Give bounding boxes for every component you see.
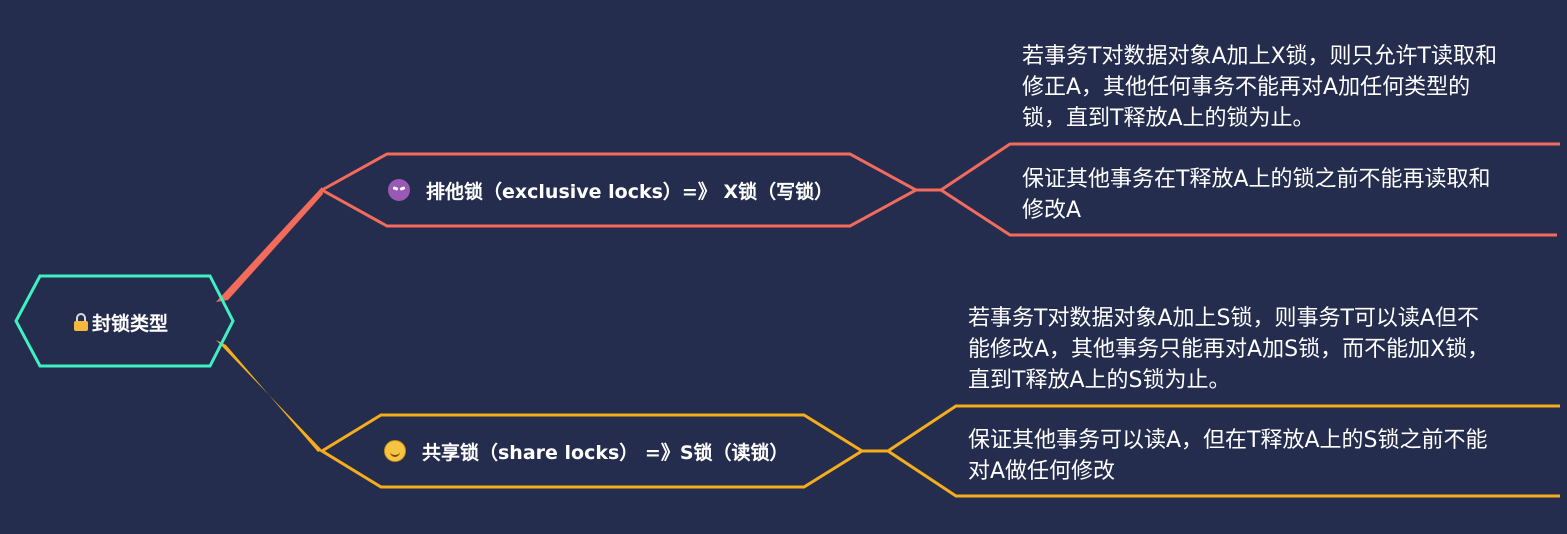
branch-shared-title: 共享锁（share locks） =》S锁（读锁） xyxy=(422,441,789,464)
connector-shared-descriptions xyxy=(862,404,1560,498)
desc-shared-definition: 若事务T对数据对象A加上S锁，则事务T可以读A但不 能修改A，其他事务只能再对A… xyxy=(968,303,1489,396)
desc-exclusive-definition: 若事务T对数据对象A加上X锁，则只允许T读取和 修正A，其他任何事务不能再对A加… xyxy=(1022,41,1497,134)
desc-line: 保证其他事务可以读A，但在T释放A上的S锁之前不能 xyxy=(968,428,1488,453)
desc-exclusive-guarantee: 保证其他事务在T释放A上的锁之前不能再读取和 修改A xyxy=(1022,164,1491,226)
desc-line: 若事务T对数据对象A加上S锁，则事务T可以读A但不 xyxy=(968,306,1479,331)
root-title: 封锁类型 xyxy=(92,312,169,335)
desc-line: 若事务T对数据对象A加上X锁，则只允许T读取和 xyxy=(1022,44,1497,69)
smile-emoji-icon xyxy=(384,440,406,462)
branch-exclusive-label: 排他锁（exclusive locks）=》 X锁（写锁） xyxy=(388,177,833,203)
desc-line: 保证其他事务在T释放A上的锁之前不能再读取和 xyxy=(1022,167,1491,192)
root-node-label: 封锁类型 xyxy=(73,310,169,335)
desc-line: 直到T释放A上的S锁为止。 xyxy=(968,368,1231,393)
desc-line: 修改A xyxy=(1022,198,1082,223)
connector-exclusive-descriptions xyxy=(916,142,1560,237)
desc-line: 能修改A，其他事务只能再对A加S锁，而不能加X锁， xyxy=(968,337,1490,362)
root-node[interactable] xyxy=(14,274,235,368)
desc-line: 对A做任何修改 xyxy=(968,459,1116,484)
desc-shared-guarantee: 保证其他事务可以读A，但在T释放A上的S锁之前不能 对A做任何修改 xyxy=(968,425,1488,487)
branch-shared-label: 共享锁（share locks） =》S锁（读锁） xyxy=(384,438,789,464)
connector-root-shared xyxy=(216,340,322,452)
desc-line: 锁，直到T释放A上的锁为止。 xyxy=(1022,106,1315,131)
branch-exclusive-title: 排他锁（exclusive locks）=》 X锁（写锁） xyxy=(426,180,834,203)
connector-root-exclusive xyxy=(216,187,323,302)
lock-icon xyxy=(73,313,89,331)
devil-emoji-icon xyxy=(388,179,410,201)
desc-line: 修正A，其他任何事务不能再对A加任何类型的 xyxy=(1022,75,1471,100)
